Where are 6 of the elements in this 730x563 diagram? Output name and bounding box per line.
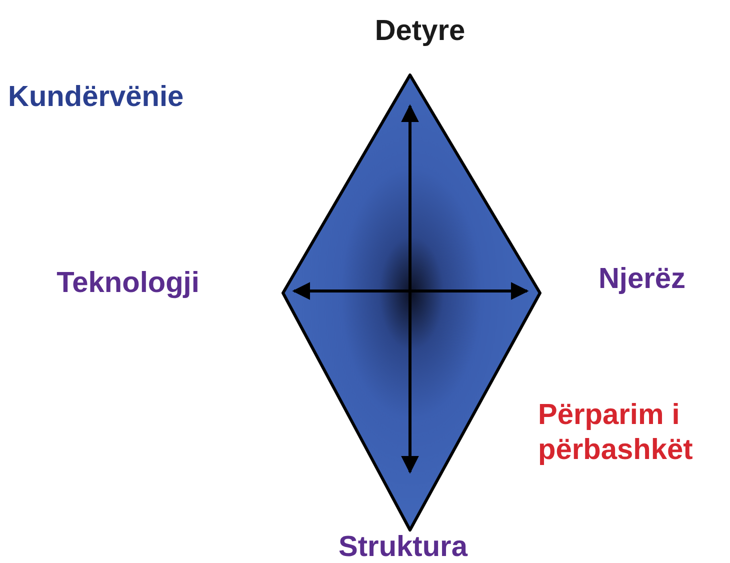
axis-label: Teknologji	[56, 266, 200, 301]
axis-label: Përparim i përbashkët	[538, 398, 694, 468]
axis-label: Detyre	[374, 14, 466, 49]
axis-label: Njerëz	[598, 262, 686, 297]
axis-label: Kundërvënie	[8, 80, 184, 115]
axis-label: Struktura	[338, 530, 468, 563]
